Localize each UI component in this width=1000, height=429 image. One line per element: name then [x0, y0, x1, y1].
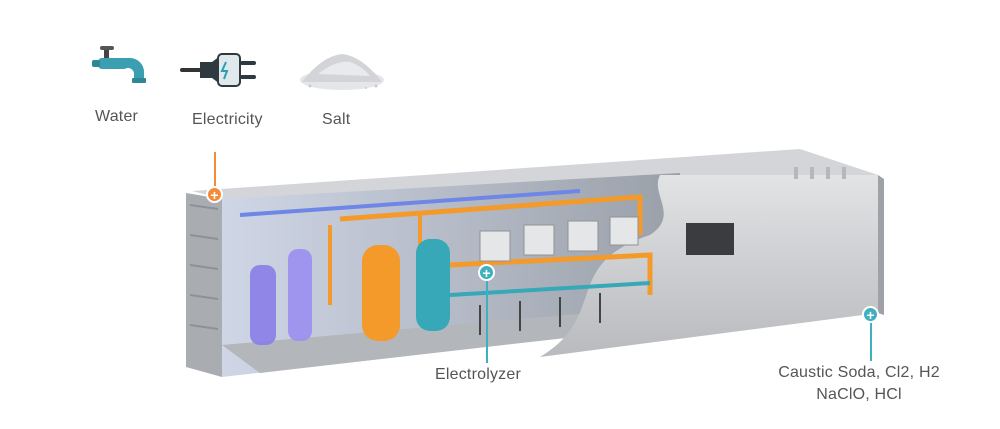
electric-plug-icon: [180, 53, 256, 87]
electrolyzer-leader-line: [486, 281, 488, 363]
salt-label: Salt: [322, 111, 351, 128]
salt-pile-icon: [300, 54, 384, 90]
electricity-label: Electricity: [192, 111, 263, 128]
input-marker[interactable]: +: [206, 186, 223, 203]
water-label: Water: [95, 108, 139, 125]
output-leader-line: [870, 323, 872, 361]
electricity-leader-line: [214, 152, 216, 188]
electrolyzer-label: Electrolyzer: [435, 366, 521, 383]
electrolyzer-marker[interactable]: +: [478, 264, 495, 281]
outputs-label-line1: Caustic Soda, Cl2, H2: [778, 364, 940, 381]
output-marker[interactable]: +: [862, 306, 879, 323]
container-illustration: [186, 149, 884, 377]
outputs-label-line2: NaClO, HCl: [816, 386, 902, 403]
water-tap-icon: [92, 46, 146, 83]
